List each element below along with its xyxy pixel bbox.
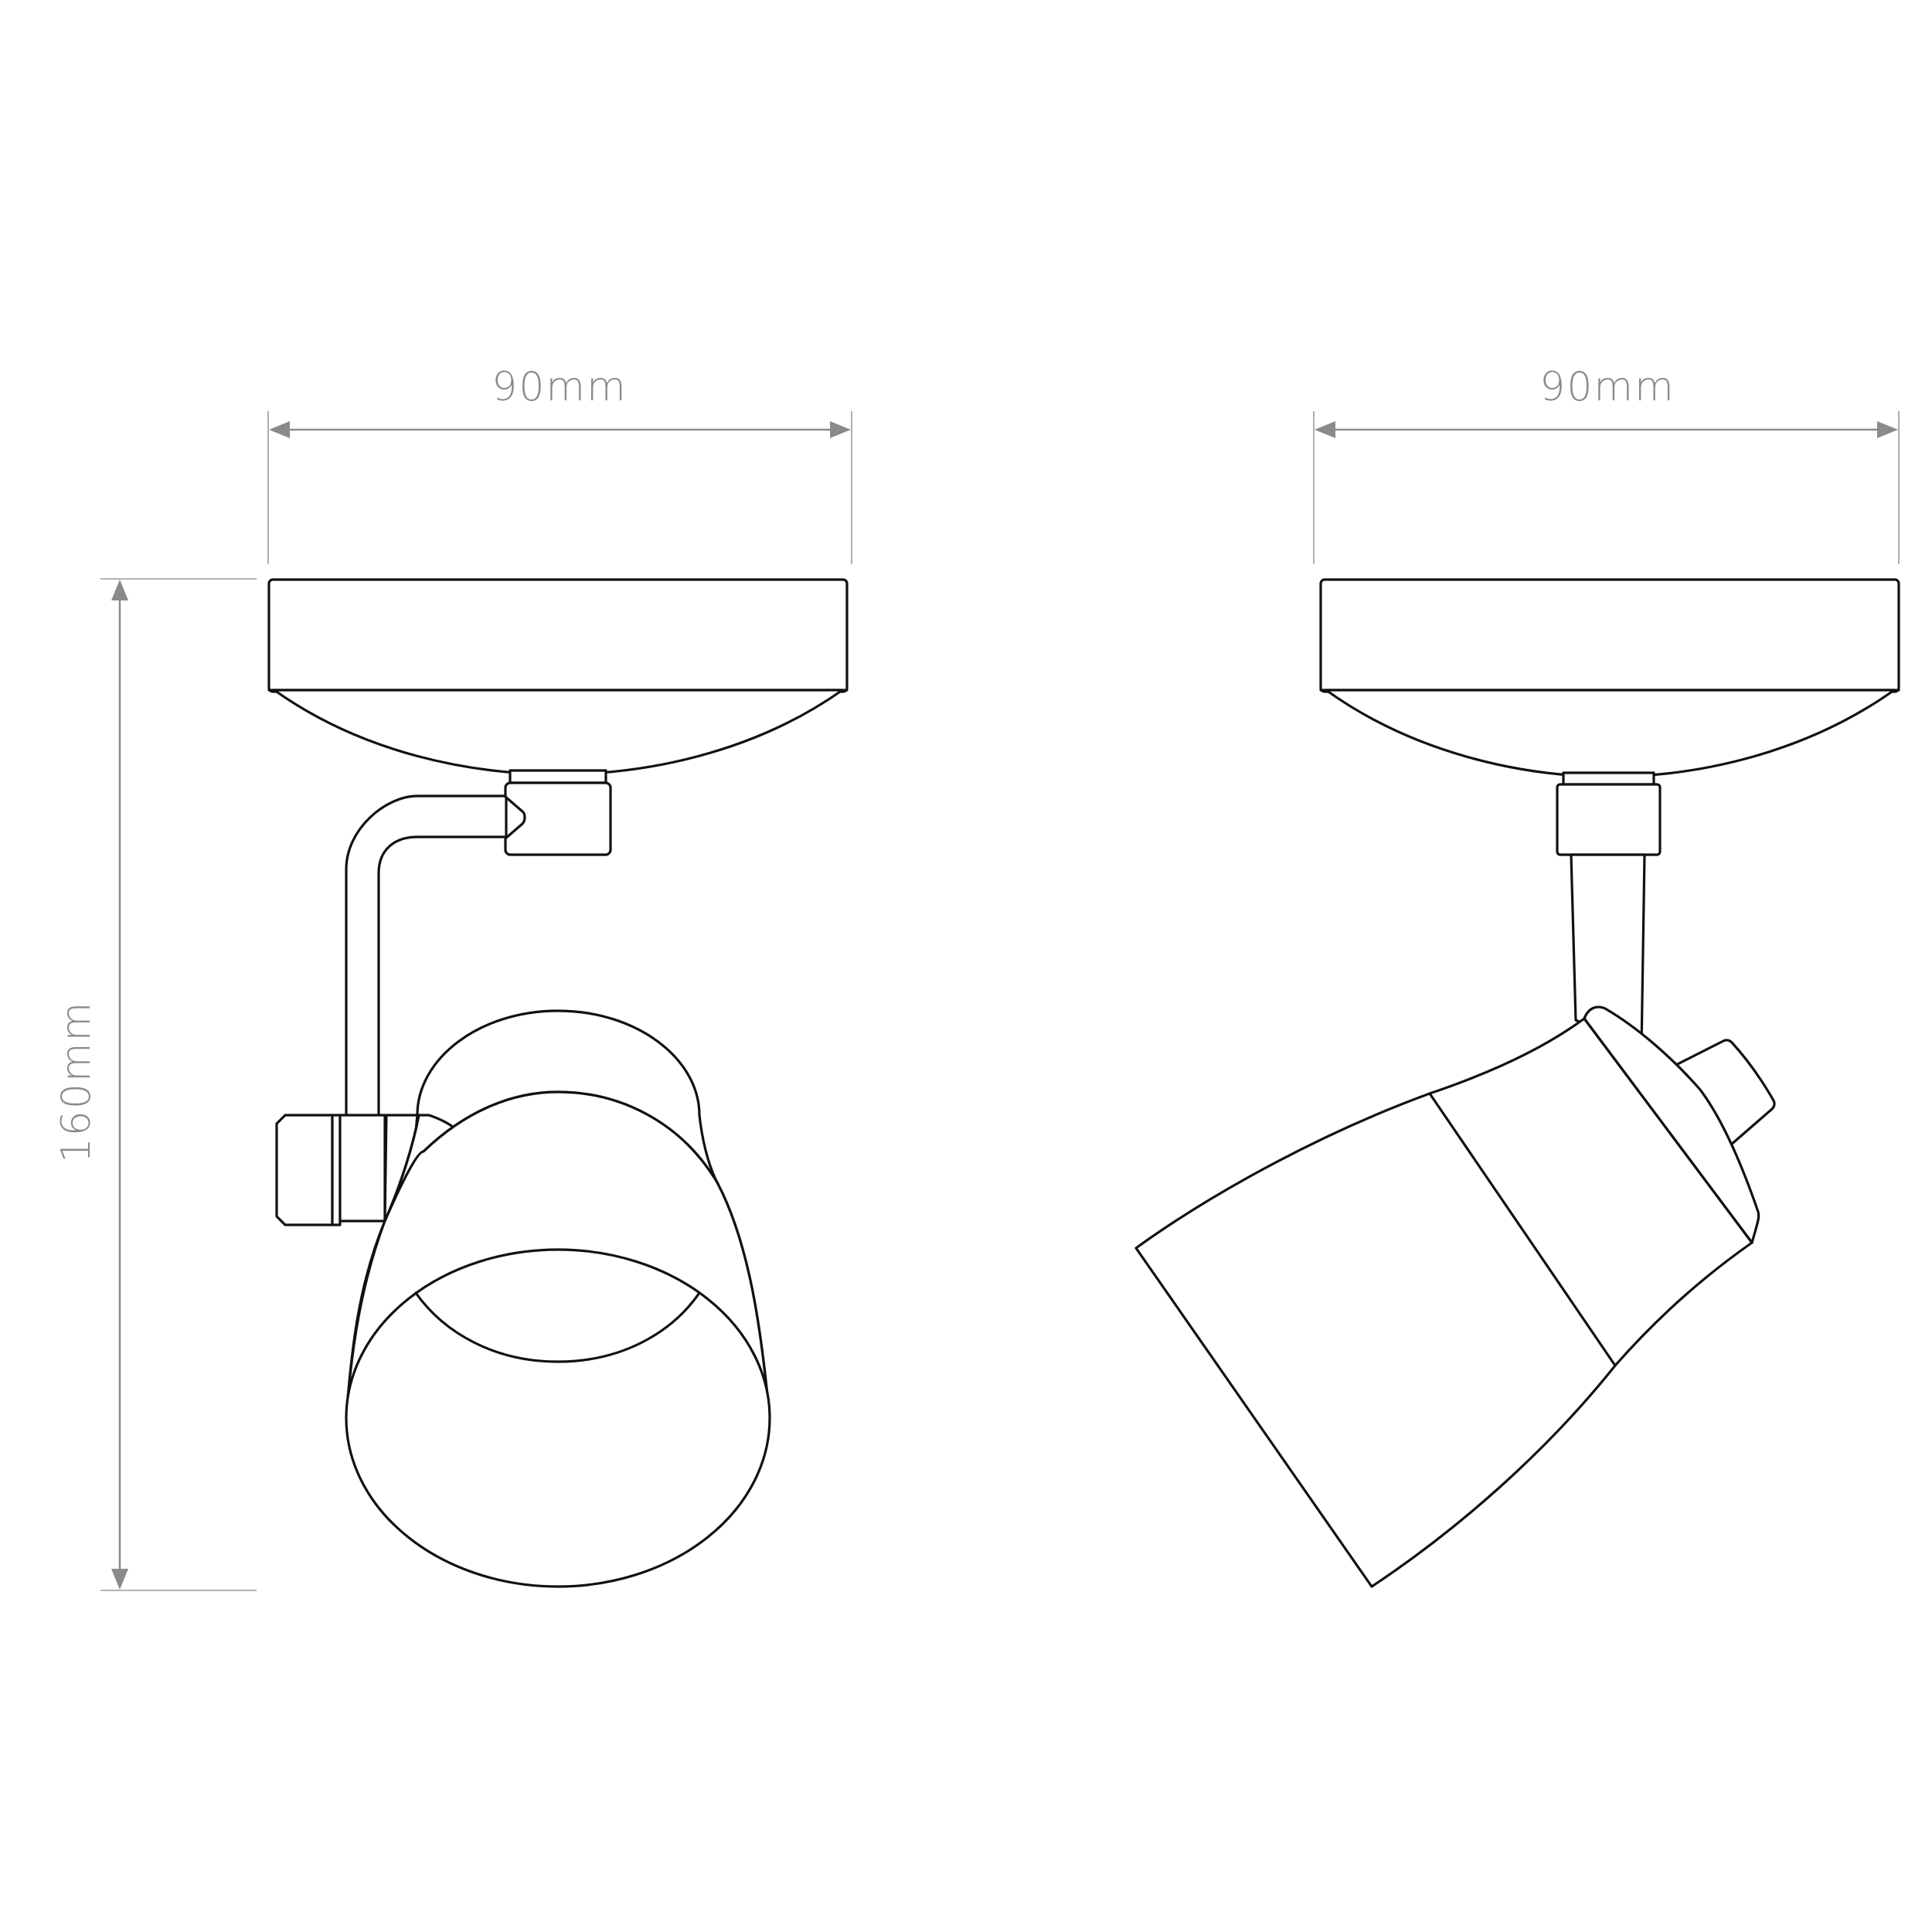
front-swivel-block — [504, 781, 612, 856]
side-width-label: 90mm — [1539, 364, 1675, 410]
height-arrow-bottom — [111, 1569, 128, 1590]
front-view-spotlight — [267, 578, 849, 1588]
front-shade-opening — [345, 1248, 771, 1588]
side-ceiling-plate — [1319, 578, 1900, 693]
side-tilt-knob — [1664, 1039, 1776, 1157]
front-width-arrow-left — [269, 421, 290, 438]
side-shade-band-line — [1428, 1092, 1617, 1367]
side-stem-collar — [1562, 771, 1655, 786]
height-label: 160mm — [53, 1001, 100, 1164]
front-tilt-knob — [275, 1114, 334, 1226]
dimension-side-width: 90mm — [1313, 364, 1900, 564]
front-width-label: 90mm — [492, 364, 627, 410]
height-arrow-top — [111, 580, 128, 600]
front-bracket-strip — [383, 1114, 388, 1223]
side-plate-dome — [1325, 689, 1896, 778]
side-view-spotlight — [1134, 578, 1900, 1588]
front-stem-collar — [509, 769, 607, 784]
dimension-height: 160mm — [53, 578, 257, 1591]
side-width-arrow-right — [1877, 421, 1898, 438]
side-swivel-block — [1556, 783, 1662, 856]
side-width-arrow-left — [1315, 421, 1335, 438]
front-reflector-rim — [414, 1291, 701, 1363]
front-ceiling-plate — [267, 578, 849, 693]
front-plate-dome — [273, 689, 844, 776]
front-knob-collar — [338, 1114, 386, 1223]
side-shade-cap — [1583, 1005, 1760, 1250]
side-shade-cap-line — [1583, 1017, 1753, 1244]
front-width-arrow-right — [830, 421, 851, 438]
front-bracket-strip-edge — [383, 1114, 420, 1223]
dimension-front-width: 90mm — [267, 364, 852, 564]
